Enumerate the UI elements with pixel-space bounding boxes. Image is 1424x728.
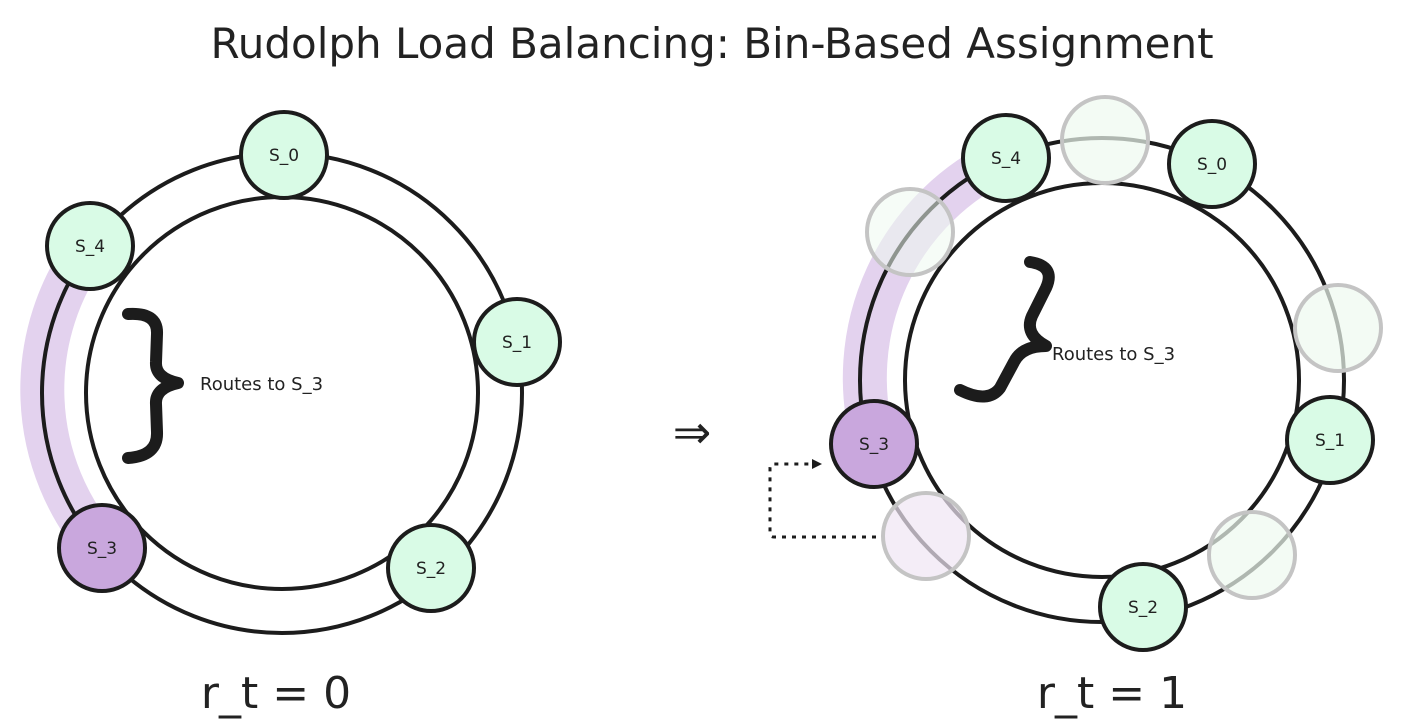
left-server-s4: S_4 <box>45 201 135 291</box>
right-curly-brace <box>954 256 1055 403</box>
left-curly-brace <box>122 307 184 464</box>
left-diagram: Routes to S_3 S_0 S_4 S_1 S_3 S_2 r_t = … <box>20 110 562 719</box>
right-ghost-node <box>1293 283 1383 373</box>
left-server-s2-label: S_2 <box>416 559 446 579</box>
right-diagram: Routes to S_3 S_4 S_0 S_1 S_3 S_2 r_t = … <box>768 95 1383 719</box>
right-move-arrow <box>768 459 876 539</box>
right-server-s1-label: S_1 <box>1315 431 1345 451</box>
right-ghost-node <box>1060 95 1150 185</box>
left-server-s1-label: S_1 <box>502 333 532 353</box>
right-caption: r_t = 1 <box>1037 668 1187 719</box>
left-caption: r_t = 0 <box>201 668 351 719</box>
right-server-s3: S_3 <box>829 399 919 489</box>
diagram-title: Rudolph Load Balancing: Bin-Based Assign… <box>210 19 1213 68</box>
left-server-s4-label: S_4 <box>75 237 105 257</box>
implies-arrow: ⇒ <box>673 405 712 459</box>
right-server-s0: S_0 <box>1167 119 1257 209</box>
left-server-s1: S_1 <box>472 297 562 387</box>
right-server-s4: S_4 <box>961 113 1051 203</box>
right-route-label: Routes to S_3 <box>1052 344 1175 365</box>
left-server-s2: S_2 <box>386 523 476 613</box>
right-server-s2-label: S_2 <box>1128 598 1158 618</box>
left-server-s0: S_0 <box>239 110 329 200</box>
right-server-s4-label: S_4 <box>991 149 1021 169</box>
left-server-s0-label: S_0 <box>269 146 299 166</box>
left-server-s3-label: S_3 <box>87 539 117 559</box>
right-ghost-node <box>881 491 971 581</box>
right-ghost-node <box>865 187 955 277</box>
left-server-s3: S_3 <box>57 503 147 593</box>
right-server-s3-label: S_3 <box>859 435 889 455</box>
right-server-s2: S_2 <box>1098 562 1188 652</box>
right-server-s1: S_1 <box>1285 395 1375 485</box>
left-bin-band <box>20 232 119 563</box>
left-route-label: Routes to S_3 <box>200 374 323 395</box>
right-server-s0-label: S_0 <box>1197 155 1227 175</box>
right-ghost-node <box>1207 510 1297 600</box>
